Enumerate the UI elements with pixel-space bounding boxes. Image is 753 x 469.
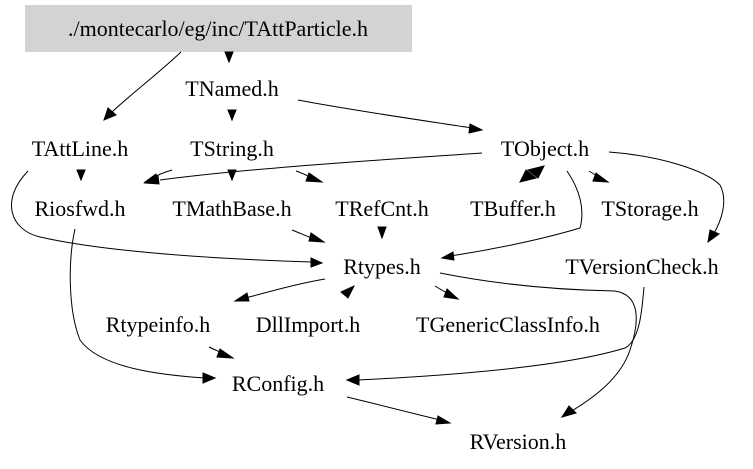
node-tbuffer[interactable]: TBuffer.h <box>470 196 556 221</box>
node-tstorage[interactable]: TStorage.h <box>601 196 698 221</box>
arrowhead-icon <box>440 251 455 261</box>
arrowhead-icon <box>519 169 538 183</box>
node-root[interactable]: ./montecarlo/eg/inc/TAttParticle.h <box>68 16 368 41</box>
node-tobject[interactable]: TObject.h <box>501 136 589 161</box>
node-riosfwd[interactable]: Riosfwd.h <box>34 196 125 221</box>
root-node-box <box>25 5 412 52</box>
edge-tversioncheck-rconfig <box>357 286 645 381</box>
edge-rtypes-rtypeinfo <box>244 278 326 299</box>
edge-root-tattline <box>111 51 182 113</box>
arrowhead-icon <box>560 405 577 418</box>
arrowhead-icon <box>310 257 324 268</box>
arrowhead-icon <box>143 175 160 185</box>
arrowhead-icon <box>305 172 324 183</box>
edge-tobject-riosfwd <box>159 152 483 181</box>
edge-riosfwd-rconfig <box>69 228 206 379</box>
edge-tattline-rtypes <box>11 170 313 263</box>
node-tnamed[interactable]: TNamed.h <box>185 76 278 101</box>
node-tmathbase[interactable]: TMathBase.h <box>172 196 291 221</box>
arrowhead-icon <box>377 226 387 240</box>
edge-rconfig-rversion <box>346 396 441 421</box>
arrowhead-icon <box>227 109 237 122</box>
arrowhead-icon <box>526 165 545 179</box>
node-tversioncheck[interactable]: TVersionCheck.h <box>565 254 718 279</box>
node-dllimport[interactable]: DllImport.h <box>256 312 361 337</box>
arrowhead-icon <box>592 172 610 183</box>
arrowhead-icon <box>435 415 452 425</box>
edge-tobject-rtypes <box>449 170 583 257</box>
arrowhead-icon <box>216 348 235 359</box>
edges <box>11 51 725 425</box>
node-rtypeinfo[interactable]: Rtypeinfo.h <box>106 312 211 337</box>
node-rversion[interactable]: RVersion.h <box>470 429 567 454</box>
arrowhead-icon <box>340 284 356 299</box>
arrowhead-icon <box>308 232 326 243</box>
node-rtypes[interactable]: Rtypes.h <box>343 254 421 279</box>
edge-tnamed-tobject <box>297 99 473 129</box>
edge-tobject-tversioncheck <box>608 151 725 236</box>
node-rconfig[interactable]: RConfig.h <box>232 371 324 396</box>
node-tstring[interactable]: TString.h <box>190 136 274 161</box>
node-trefcnt[interactable]: TRefCnt.h <box>335 196 429 221</box>
arrowhead-icon <box>345 374 360 386</box>
arrowhead-icon <box>707 229 720 244</box>
arrowhead-icon <box>233 292 250 302</box>
edge-rtypes-rversion <box>439 272 637 413</box>
arrowhead-icon <box>103 107 117 121</box>
edge-tmathbase-rtypes <box>291 229 313 239</box>
node-tgenericclassinfo[interactable]: TGenericClassInfo.h <box>416 312 600 337</box>
nodes: ./montecarlo/eg/inc/TAttParticle.h TName… <box>32 16 719 454</box>
arrowhead-icon <box>202 372 217 384</box>
arrowhead-icon <box>76 169 86 182</box>
arrowhead-icon <box>468 123 484 134</box>
arrowhead-icon <box>224 51 234 64</box>
node-tattline[interactable]: TAttLine.h <box>32 136 129 161</box>
arrowhead-icon <box>443 288 460 300</box>
